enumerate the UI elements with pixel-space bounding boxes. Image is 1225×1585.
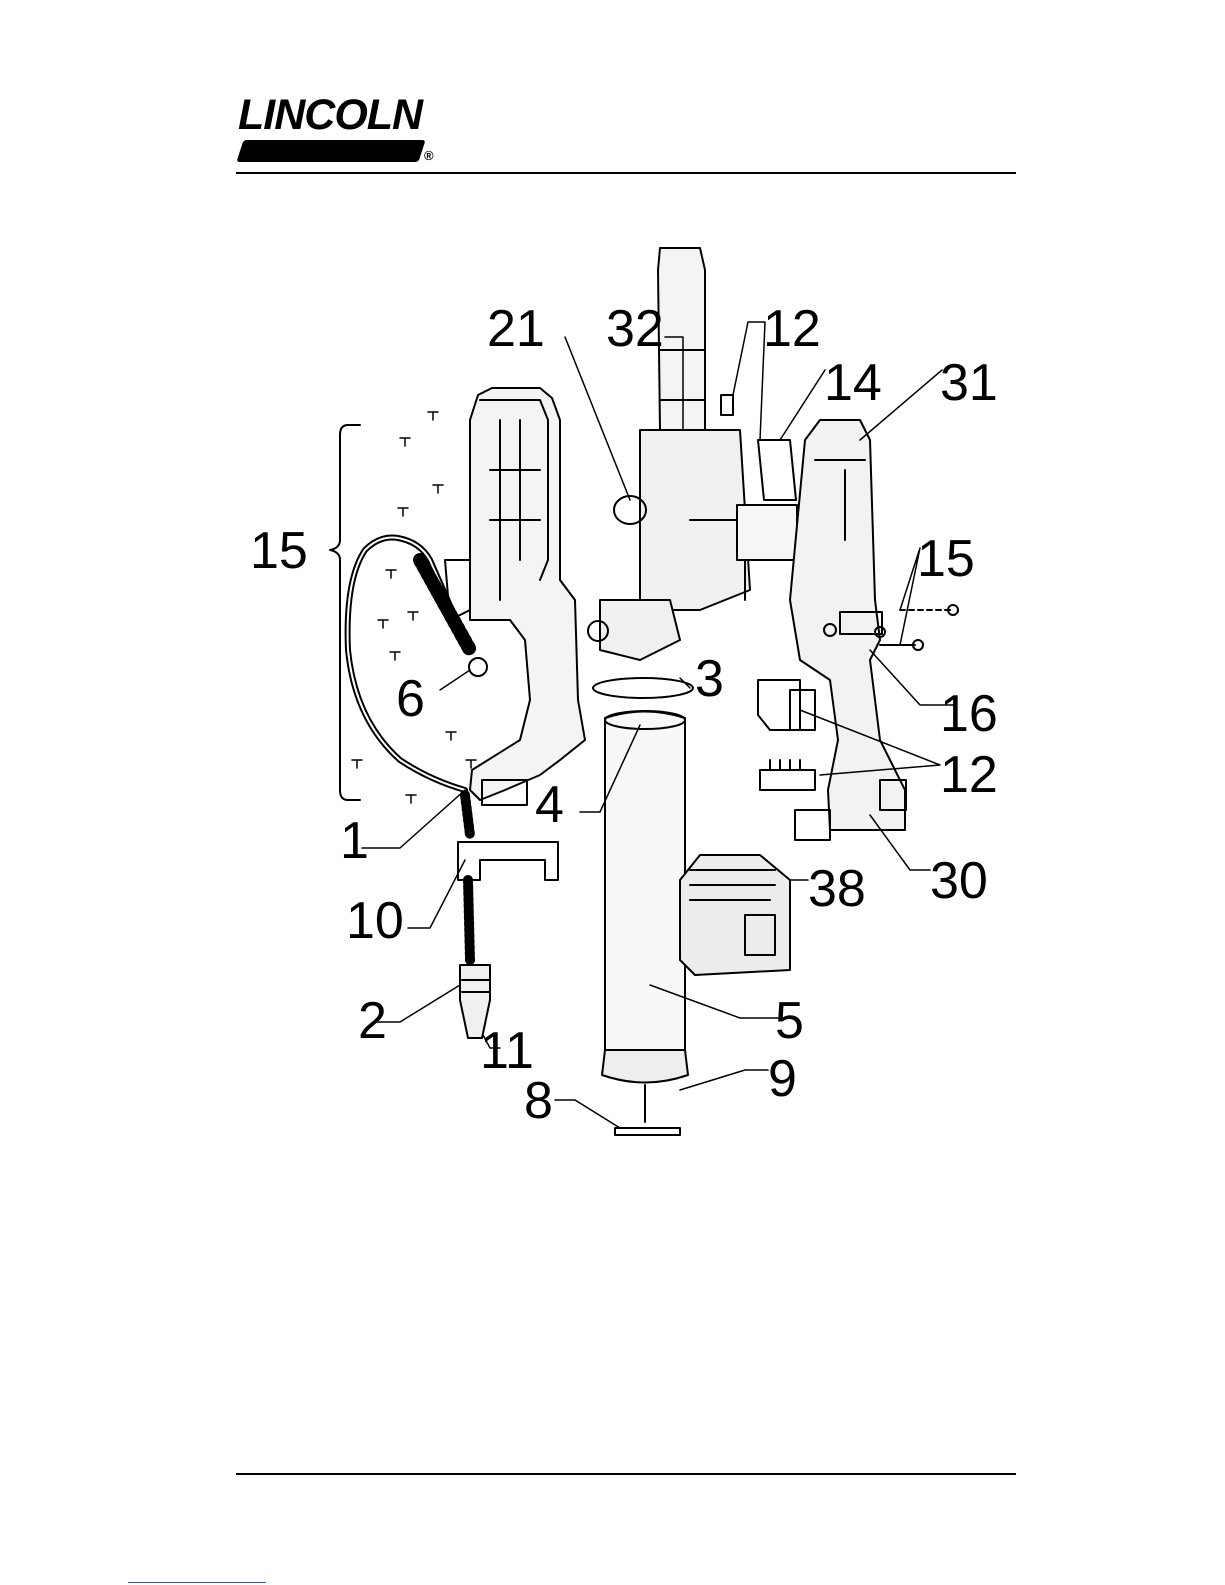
gasket-3	[593, 678, 693, 698]
callout-1: 1	[340, 812, 369, 870]
hose-clip	[458, 842, 558, 880]
left-housing-half	[445, 388, 585, 805]
screw-set-left	[352, 412, 476, 803]
switch-part-12a	[758, 680, 800, 730]
callout-21: 21	[487, 300, 545, 358]
switch-part-12b	[760, 770, 815, 790]
callout-4: 4	[535, 776, 564, 834]
callout-32: 32	[606, 300, 664, 358]
callout-6: 6	[396, 670, 425, 728]
callout-3: 3	[695, 650, 724, 708]
callout-16: 16	[940, 685, 998, 743]
callout-12-bottom: 12	[940, 746, 998, 804]
brush-12-top	[721, 395, 733, 415]
callout-12-top: 12	[763, 300, 821, 358]
callout-10: 10	[346, 892, 404, 950]
callout-14: 14	[824, 354, 882, 412]
part-14	[758, 440, 796, 500]
bracket-15	[330, 425, 360, 800]
callout-9: 9	[768, 1050, 797, 1108]
callout-2: 2	[358, 992, 387, 1050]
callout-15-right: 15	[917, 530, 975, 588]
callout-38: 38	[808, 860, 866, 918]
callout-31: 31	[940, 354, 998, 412]
footer-link-underline[interactable]	[128, 1582, 266, 1583]
grease-tube	[602, 711, 688, 1135]
circuit-board	[737, 505, 797, 560]
right-housing-half	[790, 420, 906, 840]
footer-rule	[236, 1473, 1016, 1475]
callout-8: 8	[524, 1072, 553, 1130]
callout-30: 30	[930, 852, 988, 910]
callout-5: 5	[775, 992, 804, 1050]
t-handle-8	[615, 1128, 680, 1135]
battery-pack	[680, 855, 790, 975]
callout-15-left: 15	[250, 522, 308, 580]
